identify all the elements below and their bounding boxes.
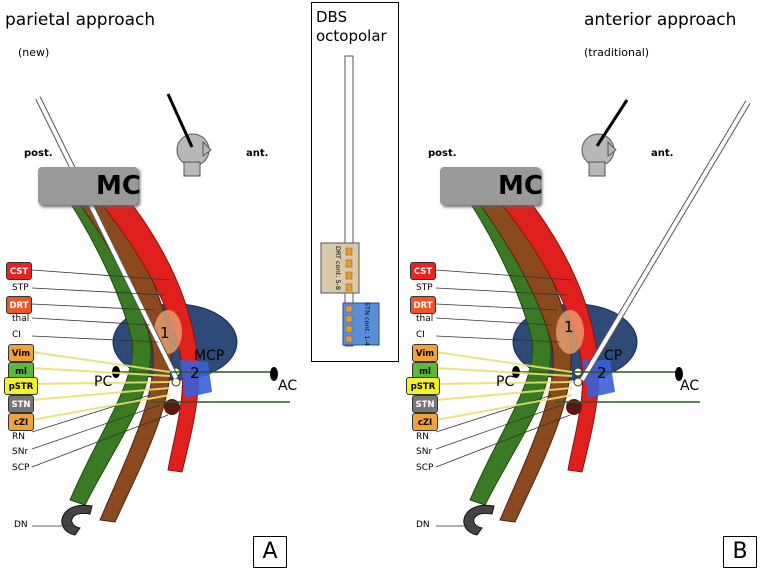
panel-a-letter: A xyxy=(253,536,287,568)
panel-b-title: anterior approach xyxy=(584,10,737,30)
ci-label-a: CI xyxy=(12,330,21,340)
motor-cortex-box-b xyxy=(440,167,540,205)
dbs-title-line-1: DBS xyxy=(316,8,348,26)
head-orientation-icon-b xyxy=(581,99,629,177)
target-2-label-a: 2 xyxy=(190,364,200,382)
dn-label-a: DN xyxy=(14,520,28,530)
ac-label-a: AC xyxy=(278,378,298,394)
mcp-label: MCP xyxy=(194,348,225,364)
head-orientation-icon-a xyxy=(166,93,212,177)
dn-label-b: DN xyxy=(416,520,430,530)
thal-label-a: thal xyxy=(12,314,30,324)
ci-label-b: CI xyxy=(416,330,425,340)
dbs-electrode-inset xyxy=(311,2,399,362)
stn-box-b: STN xyxy=(412,395,438,413)
thal-label-b: thal xyxy=(416,314,434,324)
vim-box-b: Vim xyxy=(412,344,438,362)
panel-a-ant-label: ant. xyxy=(246,148,269,159)
motor-cortex-label-b: MC xyxy=(498,171,543,201)
vim-box-a: Vim xyxy=(8,344,34,362)
panel-b-letter: B xyxy=(723,536,757,568)
dbs-title: DBS octopolar xyxy=(316,8,387,46)
pc-label-a: PC xyxy=(94,374,113,390)
scp-label-a: SCP xyxy=(12,463,30,473)
panel-a-drawing xyxy=(31,93,290,536)
stn-box-a: STN xyxy=(8,395,34,413)
scp-label-b: SCP xyxy=(416,463,434,473)
panel-b-ant-label: ant. xyxy=(651,148,674,159)
czi-box-b: cZI xyxy=(412,413,438,431)
panel-b-subtitle: (traditional) xyxy=(584,46,650,59)
drt-box-a: DRT xyxy=(6,296,32,314)
panel-a-subtitle: (new) xyxy=(18,46,50,59)
cst-box-a: CST xyxy=(6,262,32,280)
pc-label-b: PC xyxy=(496,374,515,390)
rn-label-b: RN xyxy=(416,432,429,442)
pstr-box-a: pSTR xyxy=(4,377,38,395)
ac-label-b: AC xyxy=(680,378,700,394)
cst-box-b: CST xyxy=(410,262,436,280)
panel-a-title: parietal approach xyxy=(5,10,156,30)
drt-box-b: DRT xyxy=(410,296,436,314)
target-1-label-b: 1 xyxy=(564,318,574,336)
target-2-label-b: 2 xyxy=(597,364,607,382)
panel-b-post-label: post. xyxy=(428,148,457,159)
cp-label: CP xyxy=(604,348,623,364)
czi-box-a: cZI xyxy=(8,413,34,431)
dbs-title-line-2: octopolar xyxy=(316,27,387,45)
motor-cortex-label-a: MC xyxy=(96,171,141,201)
stp-label-b: STP xyxy=(416,283,433,293)
panel-b-drawing xyxy=(435,99,751,536)
rn-label-a: RN xyxy=(12,432,25,442)
snr-label-b: SNr xyxy=(416,447,433,457)
panel-a-post-label: post. xyxy=(24,148,53,159)
target-1-label-a: 1 xyxy=(160,324,170,342)
pstr-box-b: pSTR xyxy=(406,377,440,395)
motor-cortex-box-a xyxy=(38,167,138,205)
stp-label-a: STP xyxy=(12,283,29,293)
snr-label-a: SNr xyxy=(12,447,29,457)
